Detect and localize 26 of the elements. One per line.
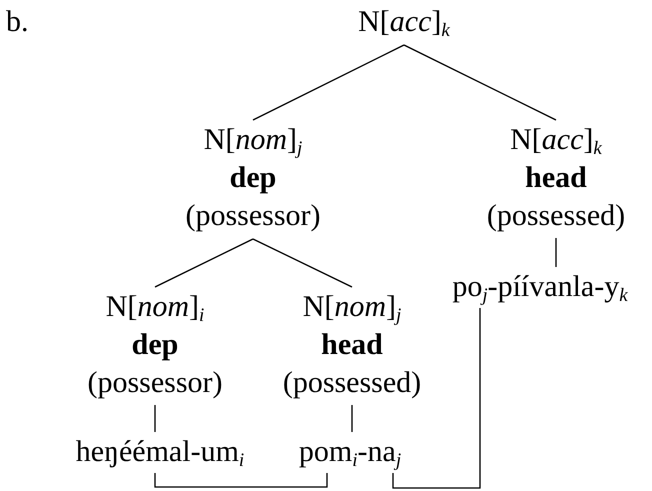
word-form: heŋéémal-um$_{i}$ (76, 434, 244, 471)
role-label: head (320, 327, 384, 363)
tree-branch (252, 238, 352, 288)
tree-branch (404, 44, 556, 121)
role-label: dep (130, 327, 180, 363)
bracket-connector (392, 308, 481, 489)
role-label: dep (228, 160, 278, 196)
function-label: (possessor) (88, 365, 222, 401)
example-label: b. (6, 4, 28, 40)
function-label: (possessed) (282, 365, 422, 401)
tree-branch (351, 405, 353, 432)
category-label: N[nom]$_{j}$ (302, 289, 402, 326)
tree-branch (252, 44, 404, 121)
tree-branch (154, 405, 156, 432)
bracket-connector (154, 473, 328, 488)
tree-branch (555, 238, 557, 267)
category-label: N[nom]$_{j}$ (202, 122, 304, 159)
word-form: pom$_{i}$-na$_{j}$ (298, 434, 402, 471)
category-label: N[nom]$_{i}$ (104, 289, 206, 326)
role-label: head (524, 160, 588, 196)
word-form: po$_{j}$-píívanla-y$_{k}$ (452, 269, 628, 306)
tree-branch (154, 238, 254, 288)
function-label: (possessor) (186, 198, 320, 234)
category-label: N[acc]$_{k}$ (358, 4, 450, 41)
function-label: (possessed) (486, 198, 626, 234)
category-label: N[acc]$_{k}$ (509, 122, 603, 159)
